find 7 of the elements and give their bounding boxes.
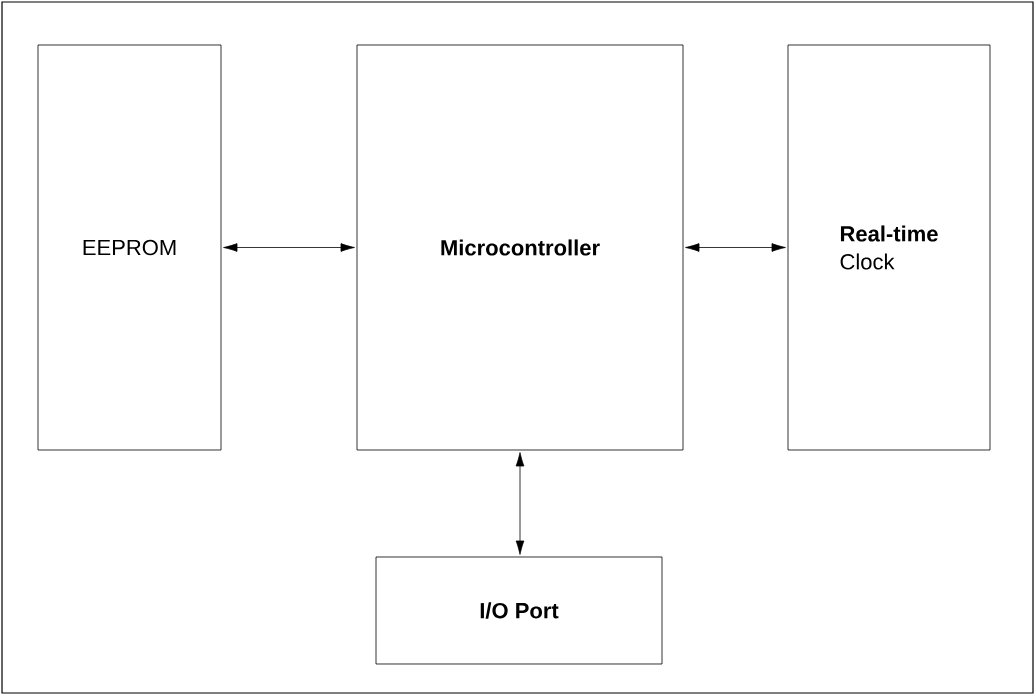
block-box: Real-time Clock xyxy=(787,44,991,451)
block-box: Microcontroller xyxy=(356,44,684,451)
block-box: I/O Port xyxy=(375,556,663,665)
arrow xyxy=(515,452,525,555)
arrow xyxy=(685,243,786,252)
block-box: EEPROM xyxy=(37,44,222,451)
arrow xyxy=(223,243,355,252)
